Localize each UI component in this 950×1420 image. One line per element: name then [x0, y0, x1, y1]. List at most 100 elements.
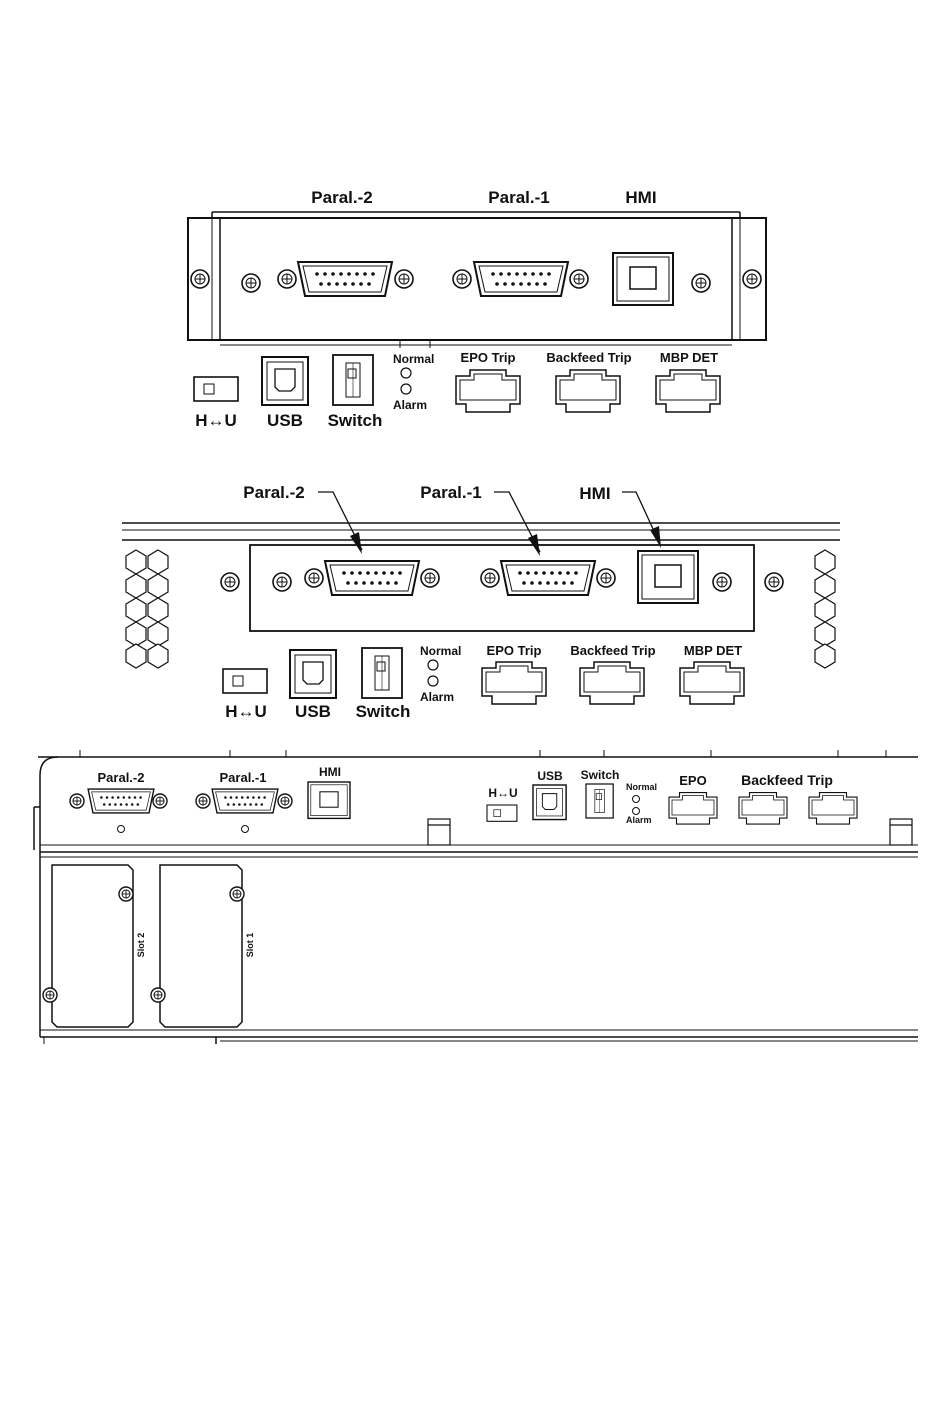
screw-icon	[278, 794, 292, 808]
usb-port	[533, 785, 566, 820]
label-hmi: HMI	[579, 484, 610, 503]
epo-rj-port	[456, 370, 520, 412]
normal-led-icon	[633, 796, 640, 803]
screw-icon	[191, 270, 209, 288]
screw-icon	[230, 887, 244, 901]
label-switch: Switch	[328, 411, 383, 430]
label-alarm: Alarm	[393, 398, 427, 412]
normal-led-icon	[428, 660, 438, 670]
hu-selector-switch	[487, 805, 517, 821]
epo-rj-port	[669, 793, 717, 825]
screw-icon	[453, 270, 471, 288]
screw-icon	[743, 270, 761, 288]
label-hu: H↔U	[225, 702, 267, 721]
label-paral2: Paral.-2	[98, 770, 145, 785]
label-mbp: MBP DET	[660, 350, 718, 365]
slot-2-cover: Slot 2	[43, 865, 146, 1027]
screw-icon	[570, 270, 588, 288]
screw-icon	[305, 569, 323, 587]
label-hu: H↔U	[195, 411, 237, 430]
label-normal: Normal	[626, 782, 657, 792]
screw-icon	[119, 887, 133, 901]
usb-port	[262, 357, 308, 405]
label-epo: EPO Trip	[487, 643, 542, 658]
switch-icon	[586, 784, 613, 818]
indicator-hole-icon	[118, 826, 125, 833]
slot-1-cover: Slot 1	[151, 865, 255, 1027]
third-rj-port	[809, 793, 857, 825]
screw-icon	[692, 274, 710, 292]
screw-icon	[242, 274, 260, 292]
screw-icon	[273, 573, 291, 591]
label-usb: USB	[295, 702, 331, 721]
label-backfeed: Backfeed Trip	[546, 350, 631, 365]
screw-icon	[278, 270, 296, 288]
screw-icon	[597, 569, 615, 587]
label-usb: USB	[537, 769, 563, 783]
mbp-rj-port	[680, 662, 744, 704]
backfeed-rj-port	[580, 662, 644, 704]
label-paral1: Paral.-1	[220, 770, 267, 785]
switch-icon	[362, 648, 402, 698]
paral2-db15-connector	[325, 561, 419, 595]
label-paral1: Paral.-1	[420, 483, 481, 502]
paral1-db15-connector	[501, 561, 595, 595]
backfeed-rj-port	[739, 793, 787, 825]
backfeed-rj-port	[556, 370, 620, 412]
label-normal: Normal	[393, 352, 434, 366]
hex-vents-left	[126, 550, 168, 668]
label-epo: EPO Trip	[461, 350, 516, 365]
screw-icon	[43, 988, 57, 1002]
label-hu: H↔U	[488, 786, 517, 800]
paral2-db15-connector	[88, 789, 154, 813]
label-switch: Switch	[356, 702, 411, 721]
paral1-db15-connector	[474, 262, 568, 296]
label-alarm: Alarm	[626, 815, 652, 825]
diagram-1: Paral.-2 Paral.-1 HMI H↔U USB Switch Nor…	[188, 188, 766, 430]
label-paral2: Paral.-2	[243, 483, 304, 502]
label-slot1: Slot 1	[245, 933, 255, 958]
hmi-port	[308, 782, 350, 818]
screw-icon	[221, 573, 239, 591]
paral2-db15-connector	[298, 262, 392, 296]
diagram-3: Paral.-2 Paral.-1 HMI H↔U USB Switch Nor…	[34, 750, 918, 1044]
hmi-port	[613, 253, 673, 305]
label-paral2: Paral.-2	[311, 188, 372, 207]
screw-icon	[153, 794, 167, 808]
paral1-db15-connector	[212, 789, 278, 813]
label-backfeed: Backfeed Trip	[570, 643, 655, 658]
usb-port	[290, 650, 336, 698]
screw-icon	[151, 988, 165, 1002]
label-alarm: Alarm	[420, 690, 454, 704]
alarm-led-icon	[428, 676, 438, 686]
switch-icon	[333, 355, 373, 405]
screw-icon	[765, 573, 783, 591]
label-hmi: HMI	[319, 765, 341, 779]
alarm-led-icon	[633, 808, 640, 815]
label-switch: Switch	[581, 768, 620, 782]
label-epo: EPO	[679, 773, 706, 788]
indicator-hole-icon	[242, 826, 249, 833]
screw-icon	[395, 270, 413, 288]
normal-led-icon	[401, 368, 411, 378]
hu-selector-switch	[223, 669, 267, 693]
hex-vents-right	[815, 550, 835, 668]
label-usb: USB	[267, 411, 303, 430]
screw-icon	[421, 569, 439, 587]
mbp-rj-port	[656, 370, 720, 412]
screw-icon	[196, 794, 210, 808]
diagram-2: Paral.-2 Paral.-1 HMI H↔U USB Switch Nor…	[122, 483, 840, 721]
hu-selector-switch	[194, 377, 238, 401]
alarm-led-icon	[401, 384, 411, 394]
label-normal: Normal	[420, 644, 461, 658]
label-backfeed: Backfeed Trip	[741, 772, 833, 788]
screw-icon	[481, 569, 499, 587]
hmi-port	[638, 551, 698, 603]
screw-icon	[713, 573, 731, 591]
screw-icon	[70, 794, 84, 808]
label-mbp: MBP DET	[684, 643, 742, 658]
label-paral1: Paral.-1	[488, 188, 549, 207]
label-hmi: HMI	[625, 188, 656, 207]
label-slot2: Slot 2	[136, 933, 146, 958]
